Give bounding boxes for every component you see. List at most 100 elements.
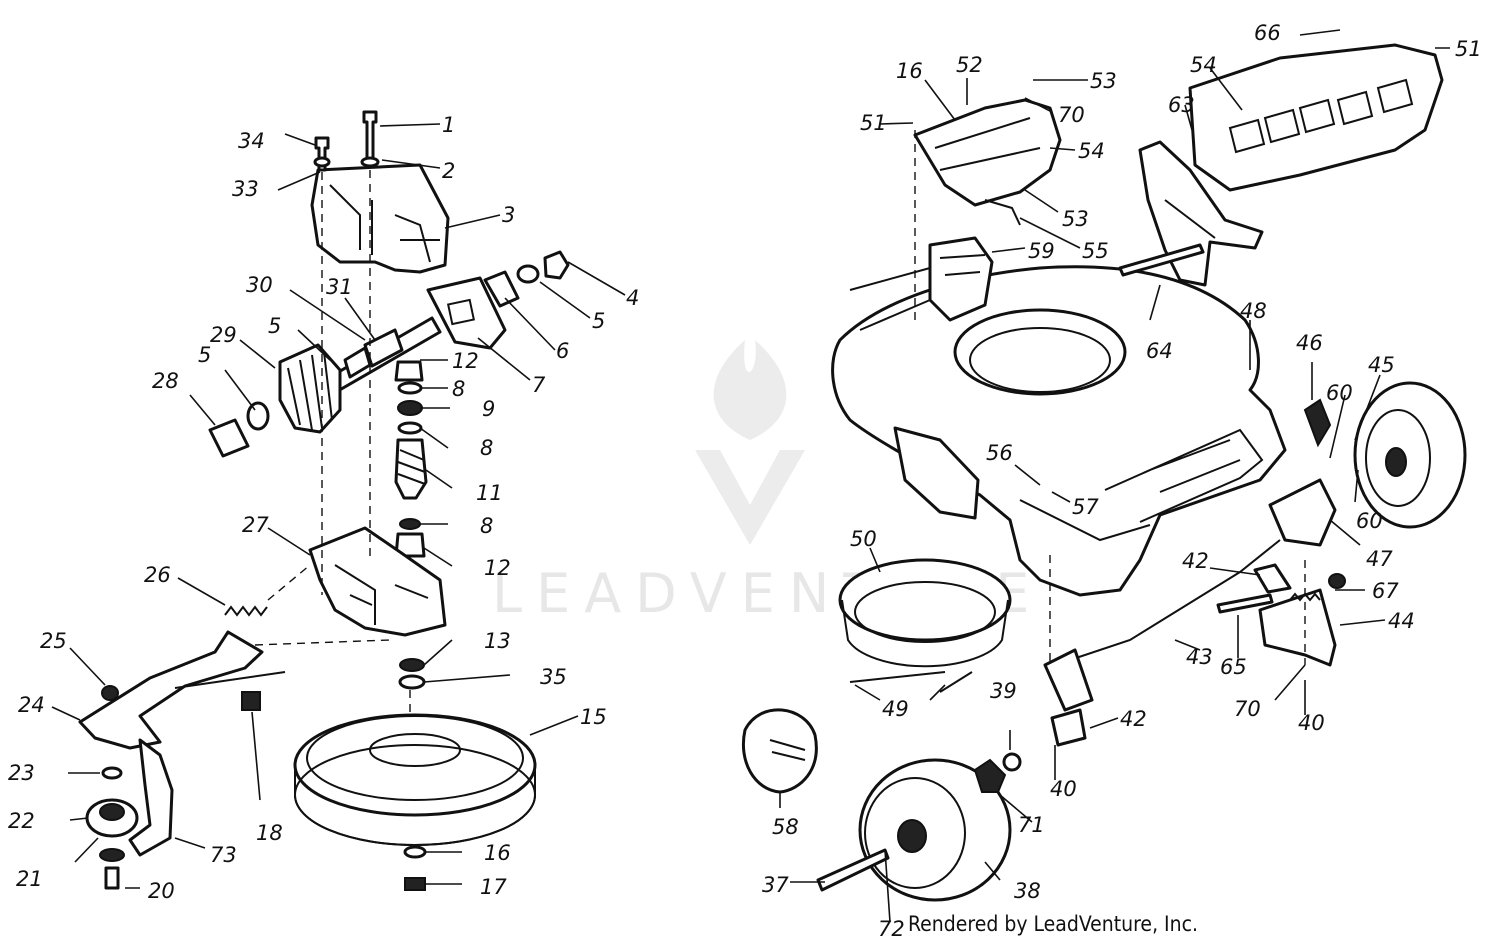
nut-17 (404, 877, 426, 891)
callout-63: 63 (1168, 93, 1195, 117)
callout-64: 64 (1146, 339, 1173, 363)
front-wheel-38 (858, 758, 1012, 902)
callout-3: 3 (502, 203, 515, 227)
washer-2 (360, 156, 380, 168)
seal-plate (426, 276, 507, 350)
washer-8-b (397, 421, 423, 435)
callout-58: 58 (772, 815, 799, 839)
callout-40-rear: 40 (1298, 711, 1325, 735)
bolt-64 (1118, 243, 1205, 277)
callout-40-front: 40 (1050, 777, 1077, 801)
handle-bracket-left (913, 98, 1062, 207)
washer-23 (101, 766, 123, 780)
callout-53-mid: 53 (1062, 207, 1089, 231)
washer-5-mid (246, 401, 270, 431)
callout-55: 55 (1082, 239, 1109, 263)
callout-23: 23 (8, 761, 35, 785)
washer-16 (403, 845, 427, 859)
callout-18: 18 (256, 821, 283, 845)
height-adjuster-63 (1138, 140, 1264, 287)
bushing-28 (208, 418, 250, 458)
callout-51-left: 51 (860, 111, 887, 135)
baffle-50 (838, 558, 1012, 642)
callout-27: 27 (242, 513, 269, 537)
engine-mount-opening (953, 308, 1127, 396)
callout-42-lower: 42 (1120, 707, 1147, 731)
render-credit: Rendered by LeadVenture, Inc. (908, 912, 1198, 936)
bolt-65 (1216, 593, 1274, 614)
callout-65: 65 (1220, 655, 1247, 679)
callout-43: 43 (1186, 645, 1213, 669)
callout-16-right: 16 (896, 59, 923, 83)
bracket-73 (128, 738, 174, 857)
washer-8-c (399, 518, 421, 530)
adjuster-lever-46 (1303, 398, 1332, 448)
callout-8-b: 8 (480, 436, 493, 460)
callout-60-lower: 60 (1356, 509, 1383, 533)
height-plate-47 (1268, 478, 1337, 547)
bolt-1 (362, 110, 378, 162)
callout-6: 6 (556, 339, 569, 363)
callout-15: 15 (580, 705, 607, 729)
callout-70-rear: 70 (1234, 697, 1261, 721)
callout-67: 67 (1372, 579, 1399, 603)
clip-42-lower (1050, 708, 1087, 747)
callout-46: 46 (1296, 331, 1323, 355)
callout-59: 59 (1028, 239, 1055, 263)
callout-31: 31 (326, 275, 353, 299)
callout-5-right: 5 (592, 309, 605, 333)
callout-11: 11 (476, 481, 503, 505)
discharge-opening (893, 426, 980, 520)
watermark-v-logo (695, 450, 805, 545)
callout-12-lower: 12 (484, 556, 511, 580)
bearing-6 (483, 270, 520, 308)
callout-8-c: 8 (480, 514, 493, 538)
callout-1: 1 (442, 113, 455, 137)
callout-45: 45 (1368, 353, 1395, 377)
callout-47: 47 (1366, 547, 1393, 571)
washer-8-a (397, 381, 423, 395)
handle-brackets (913, 43, 1444, 287)
worm-gear-11 (394, 438, 428, 500)
callout-8-a: 8 (452, 377, 465, 401)
callout-labels: 1 2 3 4 5 5 5 6 7 8 8 8 9 11 12 12 13 15… (8, 21, 1482, 941)
callout-5-shaft: 5 (268, 314, 281, 338)
callout-73: 73 (210, 843, 237, 867)
washer-21 (99, 848, 125, 862)
callout-53-top: 53 (1090, 69, 1117, 93)
bracket-44 (1258, 588, 1337, 667)
callout-20: 20 (148, 879, 175, 903)
hubcap-58 (742, 708, 818, 794)
bearing-9 (397, 400, 423, 416)
washer-35 (398, 674, 426, 690)
bracket-42-upper (1253, 563, 1292, 594)
idler-bracket-24 (78, 630, 264, 750)
gearbox-assembly (208, 110, 570, 760)
callout-7: 7 (532, 373, 546, 397)
callout-16-left: 16 (484, 841, 511, 865)
callout-leaders (51, 29, 1450, 923)
callout-57: 57 (1072, 495, 1099, 519)
axle-bolt-37 (816, 848, 890, 892)
callout-49: 49 (882, 697, 909, 721)
callout-9: 9 (482, 397, 495, 421)
callout-48: 48 (1240, 299, 1267, 323)
lower-gear-housing (308, 526, 447, 637)
bushing-12-upper (394, 360, 424, 382)
callout-28: 28 (152, 369, 179, 393)
front-wheel-assembly (742, 130, 1306, 902)
callout-35: 35 (540, 665, 567, 689)
callout-51-right: 51 (1455, 37, 1482, 61)
callout-17: 17 (480, 875, 507, 899)
front-bracket-42 (1043, 648, 1094, 712)
callout-22: 22 (8, 809, 35, 833)
callout-25: 25 (40, 629, 67, 653)
upper-gear-housing (310, 163, 450, 274)
bolt-20 (104, 866, 120, 890)
callout-34: 34 (238, 129, 265, 153)
callout-71: 71 (1018, 813, 1045, 837)
callout-29: 29 (210, 323, 237, 347)
callout-13: 13 (484, 629, 511, 653)
rear-wheel-assembly (1069, 381, 1467, 667)
